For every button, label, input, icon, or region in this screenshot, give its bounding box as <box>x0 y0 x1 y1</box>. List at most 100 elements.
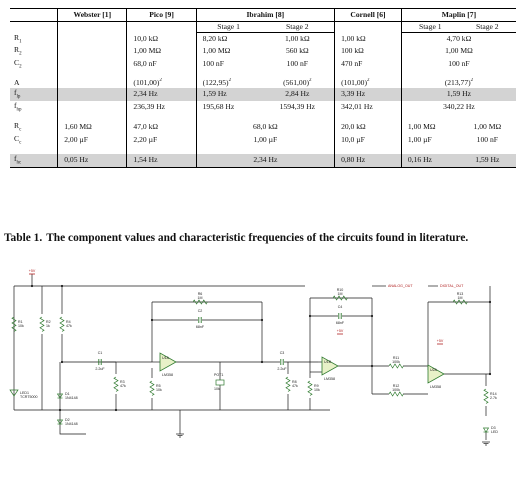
diode-d1 <box>56 393 64 399</box>
label-r9: R9 <box>314 384 319 388</box>
label-r12v: 100k <box>392 388 400 392</box>
wires <box>13 274 492 440</box>
label-r11v: 100k <box>392 360 400 364</box>
wire <box>59 362 86 435</box>
opamp-u1a <box>159 352 177 372</box>
junction-node <box>30 284 34 288</box>
col-pico: Pico [9] <box>126 8 197 22</box>
maplin-stage2: Stage 2 <box>458 21 516 33</box>
col-ibrahim: Ibrahim [8] <box>195 8 335 22</box>
label-u1a_part: LM358 <box>162 373 173 377</box>
resistor-r6 <box>192 299 208 305</box>
label-r2v: 1k <box>46 324 50 328</box>
label-c2v: 68nF <box>196 325 205 329</box>
junction-node <box>60 360 64 364</box>
junction-node <box>260 318 264 322</box>
label-c2: C2 <box>198 309 203 313</box>
label-c3: C3 <box>280 351 285 355</box>
label-r13: R13 <box>457 292 464 296</box>
wire <box>176 302 263 363</box>
junction-node <box>488 372 492 376</box>
table-row: fhc 0,05 Hz 1,54 Hz 2,34 Hz 0,80 Hz 0,16… <box>10 154 516 168</box>
table-row: R2 1,00 MΩ 1,00 MΩ 560 kΩ 100 kΩ 1,00 MΩ <box>10 45 516 58</box>
label-r1v: 10k <box>18 324 24 328</box>
label-d2: D2 <box>65 418 70 422</box>
circuit-schematic: +5VR110kR21kR447kLED1TCRT5000D11N4148D21… <box>9 269 498 446</box>
label-r8v: 47k <box>292 384 298 388</box>
table-stage-row: Stage 1 Stage 2 Stage 1 Stage 2 <box>10 21 516 33</box>
diode-d2 <box>56 419 64 425</box>
label-r4: R4 <box>66 320 71 324</box>
label-r12: R12 <box>393 384 400 388</box>
label-d3v: LED <box>491 430 498 434</box>
label-pot1v: 10k <box>214 387 220 391</box>
caption-label: Table 1. <box>4 232 43 244</box>
ibrahim-stage1: Stage 1 <box>195 21 261 33</box>
table-row: R1 10,0 kΩ 8,20 kΩ 1,00 kΩ 1,00 kΩ 4,70 … <box>10 32 516 46</box>
resistor-r13 <box>452 299 468 305</box>
resistor-r14 <box>483 388 489 404</box>
label-r3v: 47k <box>120 384 126 388</box>
label-u2a_part: LM358 <box>430 385 441 389</box>
wire <box>61 334 116 363</box>
junction-node <box>150 318 154 322</box>
label-d1: D1 <box>65 392 70 396</box>
label-d1v: 1N4148 <box>65 396 78 400</box>
label-vplus_mid: +5V <box>337 329 344 333</box>
label-analog_out: ANALOG_OUT <box>388 284 413 288</box>
label-u1a: U1A <box>162 356 170 360</box>
col-maplin: Maplin [7] <box>400 8 516 22</box>
label-r3: R3 <box>120 380 125 384</box>
resistor-r5 <box>149 380 155 396</box>
label-vplus_left: +5V <box>29 269 36 273</box>
wire <box>444 286 491 375</box>
label-c1: C1 <box>98 351 103 355</box>
component-labels: +5VR110kR21kR447kLED1TCRT5000D11N4148D21… <box>18 269 498 434</box>
label-r10v: 1M <box>338 292 343 296</box>
components <box>9 273 490 446</box>
label-d3: D3 <box>491 426 496 430</box>
resistor-r8 <box>285 376 291 392</box>
label-r8: R8 <box>292 380 297 384</box>
table-header-row: Webster [1] Pico [9] Ibrahim [8] Cornell… <box>10 8 516 22</box>
opamp-u1b <box>321 356 339 376</box>
label-r6v: 1M <box>198 296 203 300</box>
label-r13v: 1M <box>458 296 463 300</box>
label-r9v: 10k <box>314 388 320 392</box>
label-u2a: U2A <box>430 368 438 372</box>
col-webster: Webster [1] <box>57 8 127 22</box>
label-u1b: U1B <box>324 360 332 364</box>
table-row: fhp 236,39 Hz 195,68 Hz 1594,39 Hz 342,0… <box>10 100 516 114</box>
table-row: C2 68,0 nF 100 nF 100 nF 470 nF 100 nF <box>10 57 516 71</box>
label-led1: LED1 <box>20 391 29 395</box>
caption-text: The component values and characteristic … <box>46 232 469 244</box>
junction-node <box>488 300 492 304</box>
label-pot1: POT1 <box>214 373 223 377</box>
label-c1v: 2.2uF <box>95 367 105 371</box>
label-digital_out: DIGITAL_OUT <box>440 284 464 288</box>
table-row: flp 2,34 Hz 1,59 Hz 2,84 Hz 3,39 Hz 1,59… <box>10 88 516 101</box>
label-r5v: 10k <box>156 388 162 392</box>
opamp-u2a <box>427 364 445 384</box>
potentiometer <box>215 379 225 386</box>
label-r11: R11 <box>393 356 399 360</box>
led1-emitter-icon <box>9 389 19 397</box>
label-c4v: 68nF <box>336 321 345 325</box>
label-r10: R10 <box>337 288 344 292</box>
junction-node <box>370 314 374 318</box>
resistor-r12 <box>388 391 404 397</box>
table-row: Rc 1,60 MΩ 47,0 kΩ 68,0 kΩ 20,0 kΩ 1,00 … <box>14 121 502 134</box>
resistor-r9 <box>307 380 313 396</box>
resistor-r4 <box>59 316 65 332</box>
table-caption: Table 1.The component values and charact… <box>4 232 520 245</box>
ibrahim-stage2: Stage 2 <box>260 21 335 33</box>
label-r14: R14 <box>490 392 497 396</box>
maplin-stage1: Stage 1 <box>400 21 459 33</box>
resistor-r11 <box>388 363 404 369</box>
label-r2: R2 <box>46 320 51 324</box>
diode-d3 <box>482 427 490 433</box>
label-r5: R5 <box>156 384 161 388</box>
label-u1b_part: LM358 <box>324 377 335 381</box>
resistor-r2 <box>39 316 45 332</box>
